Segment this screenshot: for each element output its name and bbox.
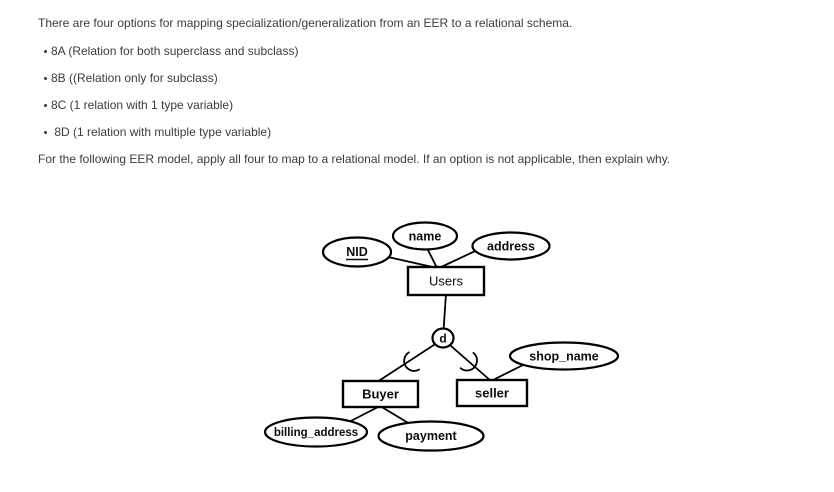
bullet-icon <box>44 50 47 53</box>
line-d-buyer <box>376 338 444 383</box>
line-buyer-payment <box>379 405 411 425</box>
entity-box-users <box>406 265 486 297</box>
option-text-8b: 8B ((Relation only for subclass) <box>51 71 218 85</box>
attribute-label-address: address <box>487 240 535 254</box>
specialization-circle <box>431 327 455 349</box>
option-text-8a: 8A (Relation for both superclass and sub… <box>51 44 299 58</box>
entity-label-seller: seller <box>475 386 509 401</box>
subset-symbol-left <box>403 351 420 372</box>
options-list: 8A (Relation for both superclass and sub… <box>38 44 834 140</box>
bullet-icon <box>44 131 47 134</box>
bullet-icon <box>44 77 47 80</box>
attribute-ellipse-address <box>471 231 551 261</box>
attribute-label-nid: NID <box>346 245 368 259</box>
entity-label-users: Users <box>429 274 463 289</box>
line-d-seller <box>442 338 492 382</box>
intro-paragraph: There are four options for mapping speci… <box>38 16 573 30</box>
attribute-label-shop-name: shop_name <box>529 350 599 364</box>
specialization-label: d <box>439 332 446 346</box>
list-item: 8C (1 relation with 1 type variable) <box>38 98 834 113</box>
attribute-ellipse-shop-name <box>508 341 620 371</box>
list-item: 8D (1 relation with multiple type variab… <box>38 125 834 140</box>
attribute-ellipse-nid <box>321 236 393 268</box>
entity-label-buyer: Buyer <box>362 387 399 402</box>
attribute-ellipse-name <box>391 221 459 251</box>
attribute-label-billing-address: billing_address <box>274 427 358 439</box>
list-item: 8B ((Relation only for subclass) <box>38 71 834 86</box>
attribute-label-payment: payment <box>405 429 457 443</box>
list-item: 8A (Relation for both superclass and sub… <box>38 44 834 59</box>
attribute-label-name: name <box>409 230 442 244</box>
option-text-8c: 8C (1 relation with 1 type variable) <box>51 98 234 112</box>
entity-box-buyer <box>341 379 420 409</box>
bullet-icon <box>44 104 47 107</box>
subset-symbol-right <box>459 351 478 372</box>
option-text-8d: 8D (1 relation with multiple type variab… <box>51 125 272 139</box>
attribute-ellipse-payment <box>377 420 485 452</box>
attribute-ellipse-billing-address <box>263 416 369 448</box>
entity-box-seller <box>455 378 529 408</box>
line-shopname-seller <box>490 363 526 382</box>
diagram-connectors <box>344 243 526 425</box>
instruction-paragraph: For the following EER model, apply all f… <box>38 152 671 166</box>
